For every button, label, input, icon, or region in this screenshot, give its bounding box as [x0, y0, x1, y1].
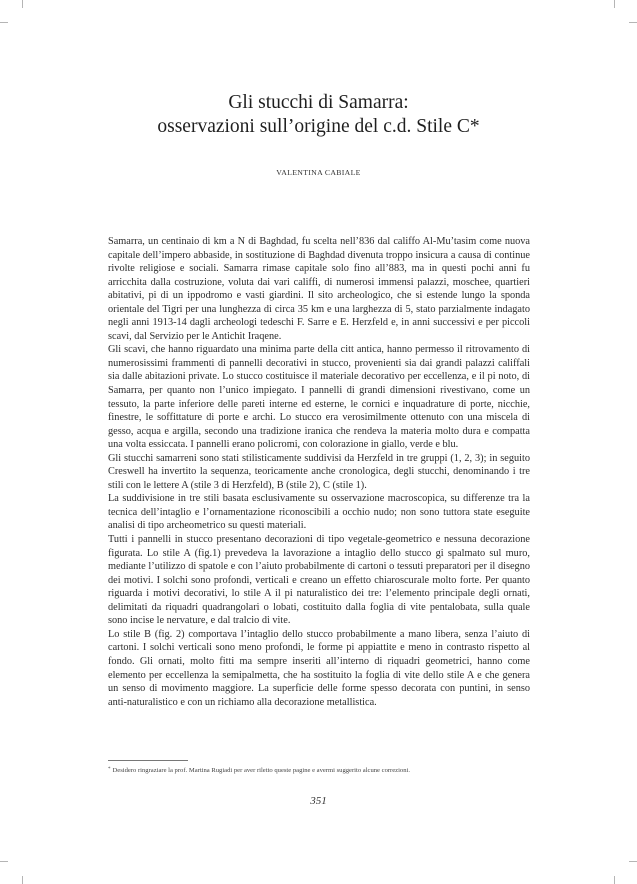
crop-mark-top-right-vertical — [614, 0, 615, 8]
paragraph: La suddivisione in tre stili basata escl… — [108, 493, 530, 532]
crop-mark-bottom-left-vertical — [22, 876, 23, 884]
footnote-marker: * — [108, 767, 111, 772]
crop-mark-top-left — [0, 22, 8, 23]
footnote-text: Desidero ringraziare la prof. Martina Ru… — [112, 767, 411, 774]
paragraph: Gli stucchi samarreni sono stati stilist… — [108, 452, 530, 491]
crop-mark-top-left-vertical — [22, 0, 23, 8]
crop-mark-bottom-right — [629, 861, 637, 862]
crop-mark-top-right — [629, 22, 637, 23]
paragraph: Tutti i pannelli in stucco presentano de… — [108, 534, 530, 627]
page-number: 351 — [310, 795, 327, 807]
crop-mark-bottom-right-vertical — [614, 876, 615, 884]
crop-mark-bottom-left — [0, 861, 8, 862]
paragraph: Samarra, un centinaio di km a N di Baghd… — [108, 236, 530, 342]
footnote: *Desidero ringraziare la prof. Martina R… — [108, 765, 530, 775]
paragraph: Gli scavi, che hanno riguardato una mini… — [108, 344, 530, 451]
footnote-divider — [108, 760, 188, 761]
title-line-1: Gli stucchi di Samarra: — [228, 92, 409, 113]
title-line-2: osservazioni sull’origine del c.d. Stile… — [157, 116, 480, 137]
author-name: VALENTINA CABIALE — [276, 168, 361, 177]
body-text: Samarra, un centinaio di km a N di Baghd… — [108, 235, 530, 709]
paragraph: Lo stile B (fig. 2) comportava l’intagli… — [108, 628, 530, 708]
